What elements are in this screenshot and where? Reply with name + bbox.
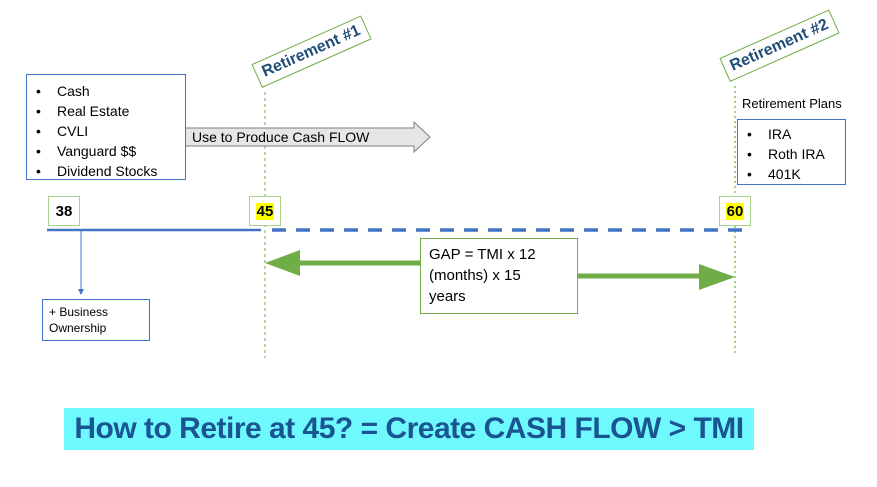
retirement-plans-heading: Retirement Plans [742, 96, 842, 111]
gap-arrow-right-head [699, 264, 735, 290]
age-retire-1-value: 45 [255, 202, 275, 220]
asset-item: CVLI [27, 121, 185, 141]
retirement-plans-list: IRA Roth IRA 401K [738, 124, 845, 184]
asset-item: Cash [27, 81, 185, 101]
asset-item: Dividend Stocks [27, 161, 185, 181]
gap-arrow-left-head [265, 250, 300, 276]
gap-line-2: (months) x 15 [429, 267, 521, 284]
assets-box: Cash Real Estate CVLI Vanguard $$ Divide… [26, 74, 186, 181]
asset-item: Real Estate [27, 101, 185, 121]
retirement-plan-item: IRA [738, 124, 845, 144]
business-line-2: Ownership [49, 321, 107, 335]
cashflow-arrow-label: Use to Produce Cash FLOW [192, 129, 370, 145]
business-ownership-box: + Business Ownership [42, 299, 150, 341]
page-title: How to Retire at 45? = Create CASH FLOW … [64, 408, 754, 450]
age-marker-retire-1: 45 [249, 196, 281, 226]
gap-formula-box: GAP = TMI x 12 (months) x 15 years [420, 238, 578, 314]
retirement-plans-box: IRA Roth IRA 401K [737, 119, 846, 185]
age-retire-2-value: 60 [725, 202, 745, 220]
age-start-value: 38 [55, 202, 73, 220]
age-marker-start: 38 [48, 196, 80, 226]
asset-item: Vanguard $$ [27, 141, 185, 161]
gap-line-3: years [429, 288, 466, 305]
retirement-plan-item: 401K [738, 164, 845, 184]
cashflow-arrow-shape [183, 120, 431, 154]
gap-line-1: GAP = TMI x 12 [429, 246, 536, 263]
business-arrowhead [78, 289, 84, 295]
assets-list: Cash Real Estate CVLI Vanguard $$ Divide… [27, 81, 185, 181]
age-marker-retire-2: 60 [719, 196, 751, 226]
business-line-1: + Business [49, 305, 109, 319]
retirement-plan-item: Roth IRA [738, 144, 845, 164]
